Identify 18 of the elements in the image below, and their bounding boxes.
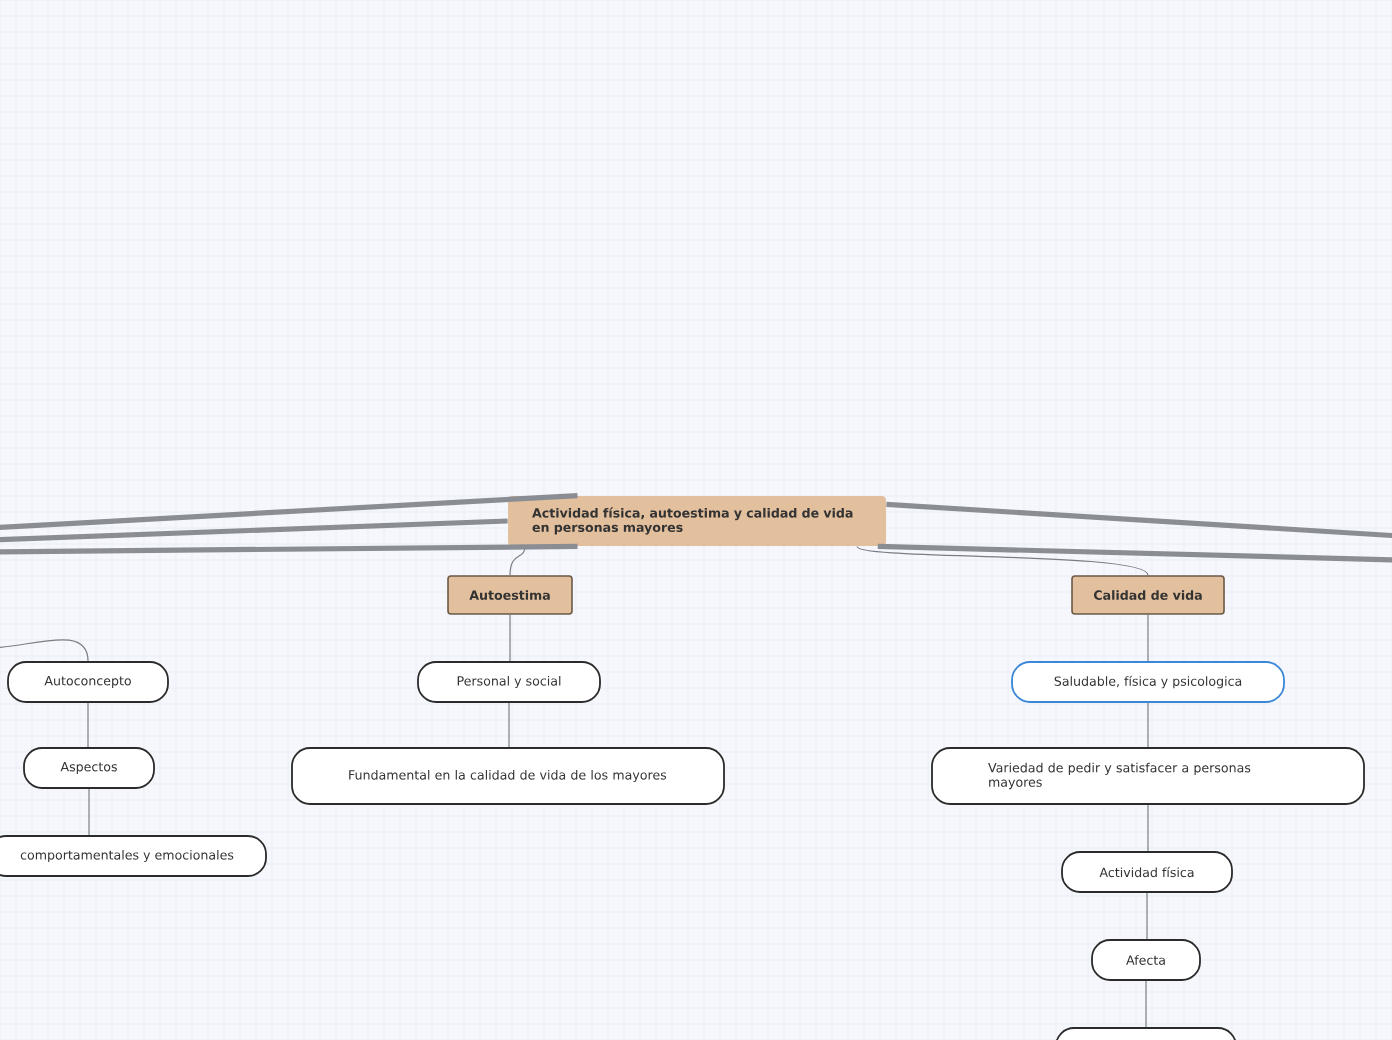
connector-line	[0, 543, 578, 555]
empty-box	[1055, 1027, 1237, 1040]
connector-line	[0, 493, 578, 531]
connector-line	[886, 501, 1392, 539]
connector-line	[0, 518, 508, 543]
connector-line	[509, 545, 526, 576]
connector-line	[1147, 702, 1149, 748]
connector-line	[877, 543, 1392, 563]
connector-line	[1147, 804, 1149, 852]
connector-line	[88, 788, 90, 836]
connector-line	[856, 545, 1149, 576]
connector-line	[509, 614, 511, 662]
connector-line	[0, 639, 89, 662]
connector-line	[1146, 892, 1148, 940]
connector-line	[508, 702, 510, 748]
connector-line	[87, 702, 89, 748]
connector-line	[1145, 980, 1147, 1028]
connector-line	[1147, 614, 1149, 662]
